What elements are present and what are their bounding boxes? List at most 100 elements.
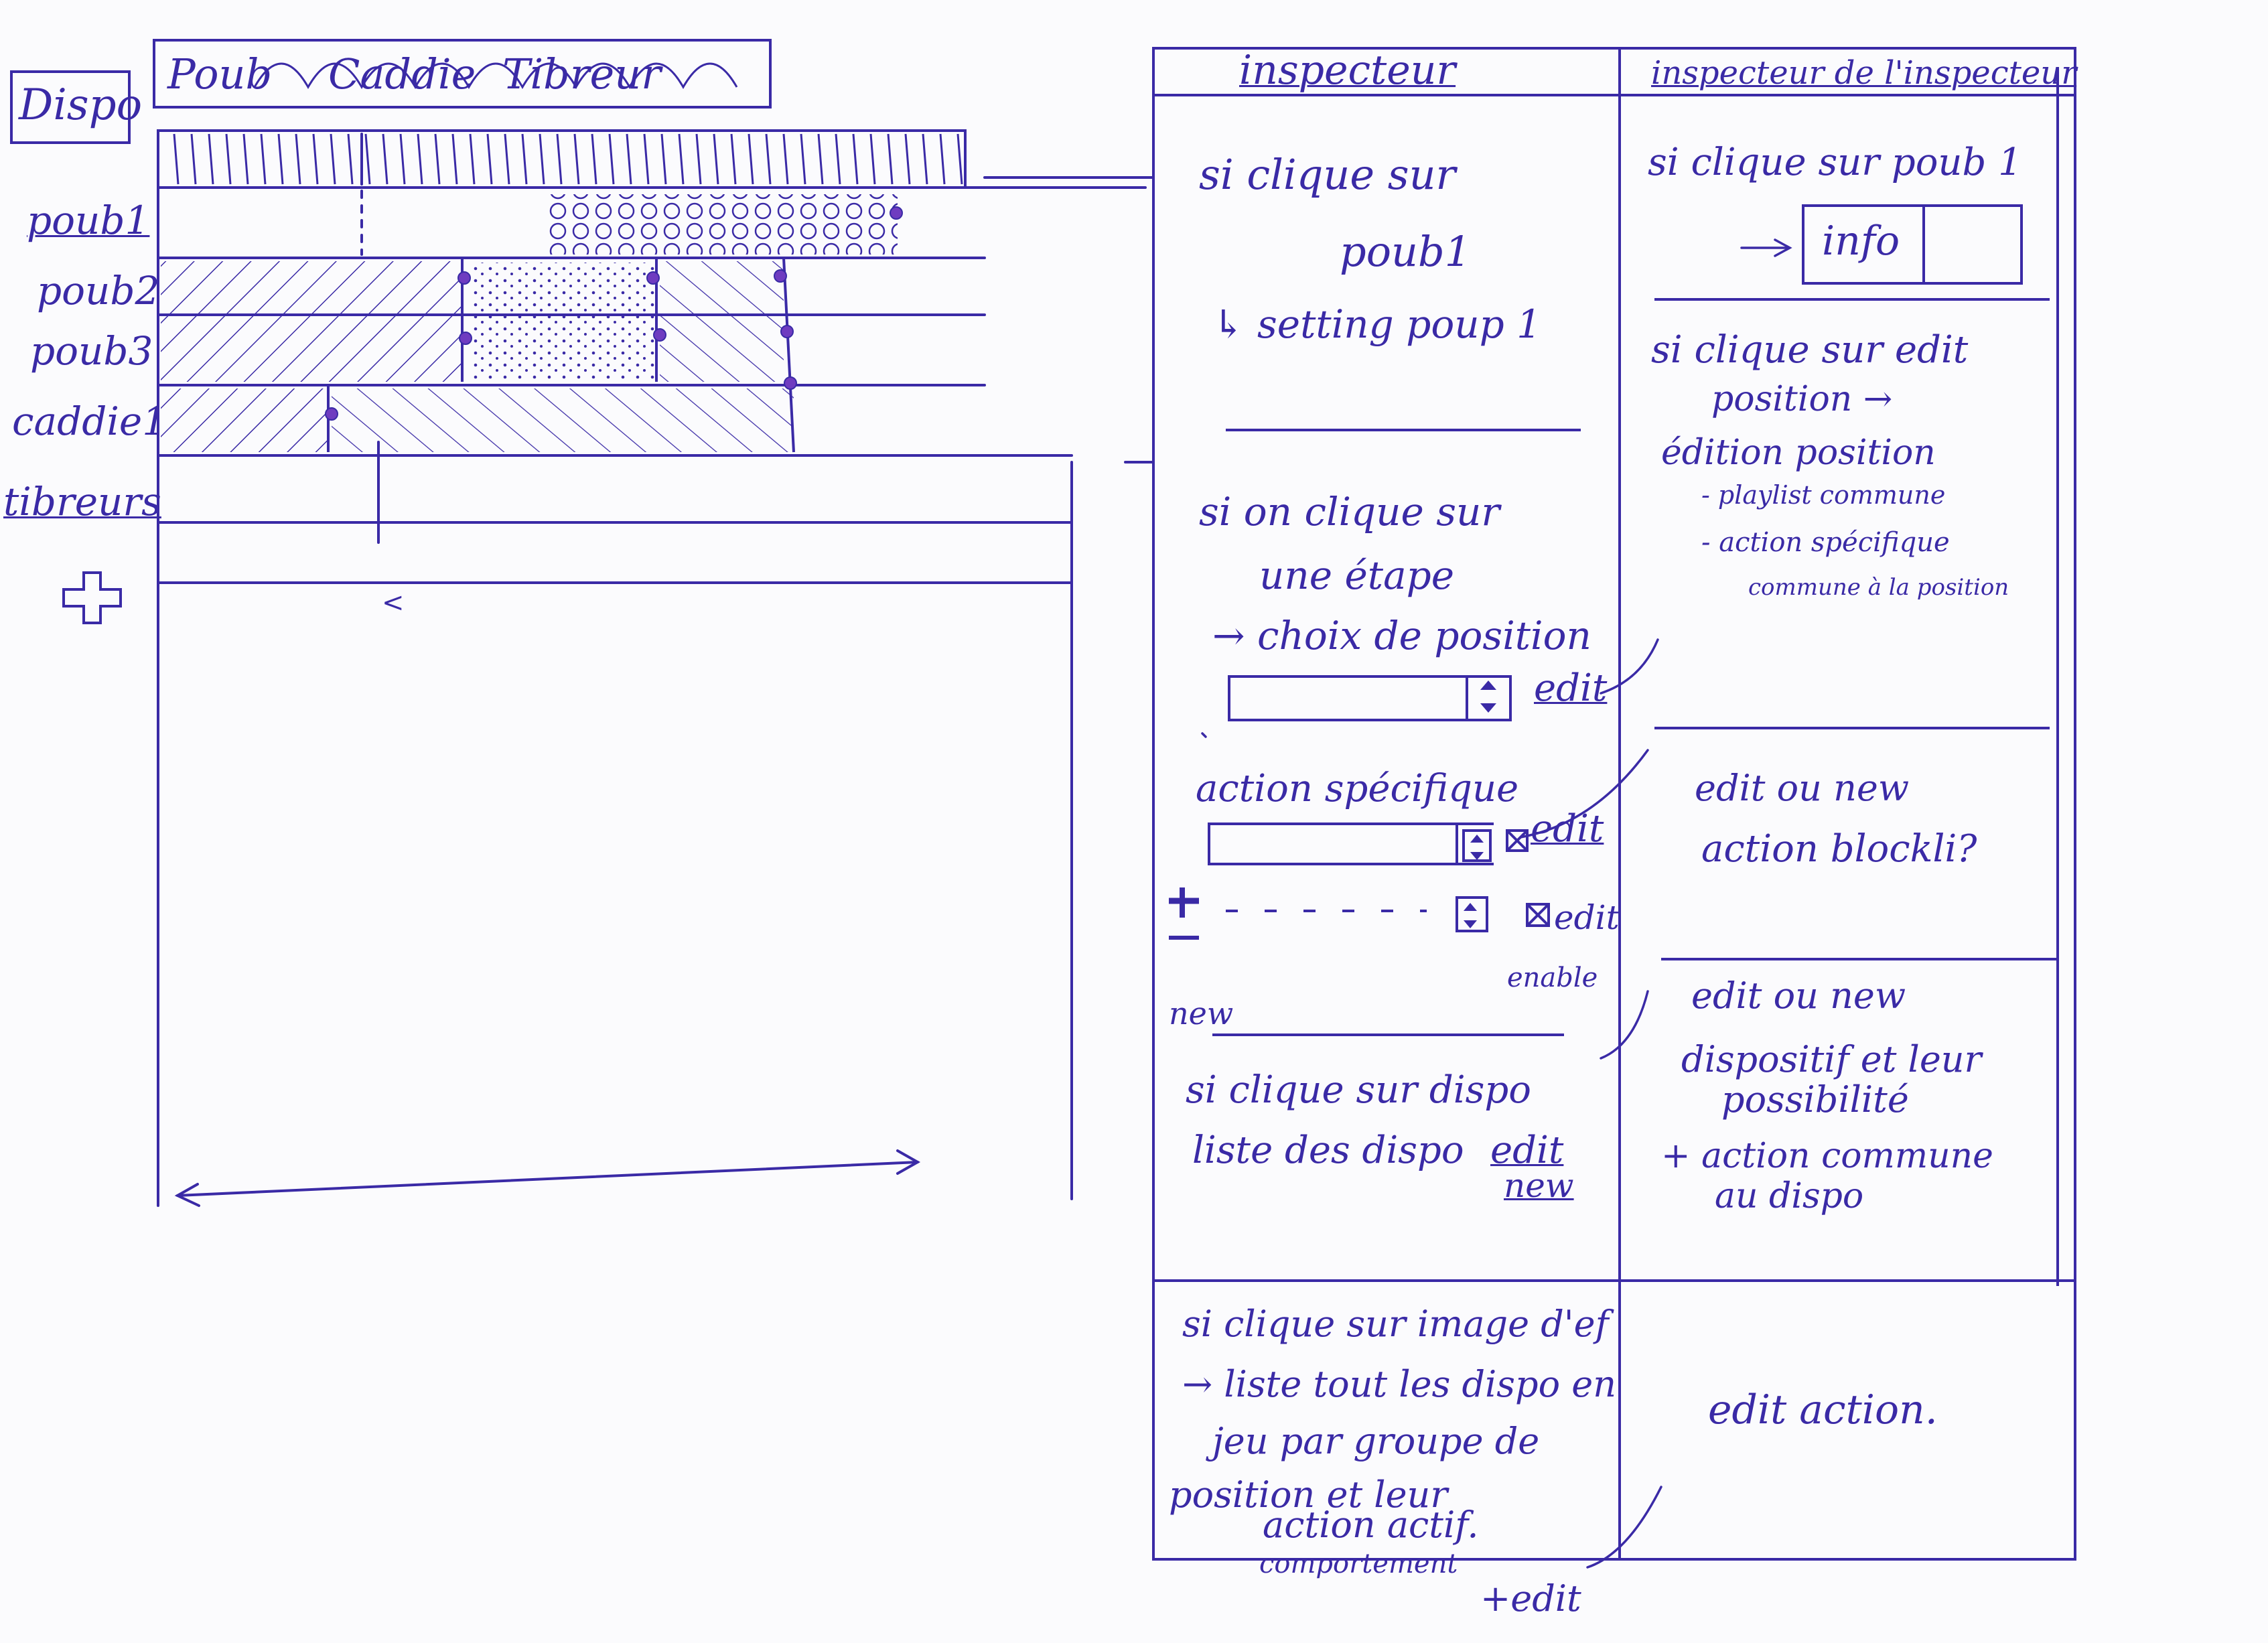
ruler-tick xyxy=(835,133,841,185)
insp2-right-rail xyxy=(2056,67,2059,1286)
ruler-tick xyxy=(208,133,214,185)
action2-enable-label[interactable]: enable xyxy=(1507,962,1598,993)
dispo-label: Dispo xyxy=(19,80,143,130)
insp-s4-line4: position et leur xyxy=(1169,1474,1448,1516)
ruler-tick xyxy=(382,133,388,185)
position-edit-link[interactable]: edit xyxy=(1534,666,1608,710)
ruler-tick xyxy=(869,133,876,185)
ruler-tick xyxy=(573,133,580,185)
insp2-s2-item2: - action spécifique xyxy=(1701,527,1950,558)
ruler-tick xyxy=(277,133,284,185)
insp-s1-line1: si clique sur xyxy=(1199,150,1456,199)
insp-s1-line2: poub1 xyxy=(1340,227,1472,276)
insp-s3-line1: si clique sur dispo xyxy=(1186,1068,1531,1112)
ruler-tick xyxy=(956,133,963,185)
info-tab[interactable] xyxy=(1802,204,2023,285)
ruler-tick xyxy=(748,133,754,185)
insp2-s3-line1: edit ou new xyxy=(1695,767,1910,809)
action-select[interactable] xyxy=(1209,824,1457,864)
insp-divider-1 xyxy=(1226,429,1581,431)
action-edit-link[interactable]: edit xyxy=(1531,807,1604,851)
insp2-s3-line2: action blockli? xyxy=(1701,827,1977,871)
dispo-new-link[interactable]: new xyxy=(1504,1166,1574,1205)
insp-s4-line2: → liste tout les dispo en xyxy=(1182,1363,1616,1405)
ruler-tick xyxy=(347,133,354,185)
ruler-tick xyxy=(765,133,772,185)
insp2-divider-2 xyxy=(1654,727,2050,729)
ruler-tick xyxy=(660,133,667,185)
position-select[interactable] xyxy=(1229,676,1510,720)
ruler-tick xyxy=(730,133,737,185)
info-tab-divider xyxy=(1922,204,1925,285)
insp2-s5-line1: edit action. xyxy=(1708,1386,1938,1433)
inspecteur-title-divider xyxy=(1152,94,2076,96)
ruler-tick xyxy=(591,133,597,185)
insp-s4-line6: comportement xyxy=(1259,1549,1458,1579)
ruler-tick xyxy=(469,133,476,185)
inspecteur-title: inspecteur xyxy=(1239,47,1456,94)
ruler-tick xyxy=(295,133,301,185)
row-label-poub3[interactable]: poub3 xyxy=(30,328,153,374)
ruler-tick xyxy=(939,133,946,185)
ruler-tick xyxy=(364,133,371,185)
ruler-tick xyxy=(486,133,493,185)
ruler-tick xyxy=(434,133,441,185)
add-action-plus-icon[interactable] xyxy=(1165,884,1202,944)
tab-bar: Poub Caddie Tibreur xyxy=(161,50,764,104)
insp2-s1-line1: si clique sur poub 1 xyxy=(1648,141,2022,184)
row-label-caddie1[interactable]: caddie1 xyxy=(12,399,167,444)
ruler-tick xyxy=(417,133,423,185)
ruler-tick xyxy=(521,133,528,185)
insp2-divider-3 xyxy=(1661,958,2056,960)
insp2-s2-line1: si clique sur edit xyxy=(1651,328,1969,372)
insp2-divider-1 xyxy=(1654,298,2050,301)
insp2-s2-item1: - playlist commune xyxy=(1701,480,1946,510)
ruler-tick xyxy=(242,133,249,185)
insp2-s2-item3: commune à la position xyxy=(1748,574,2009,601)
inspecteur2-title: inspecteur de l'inspecteur xyxy=(1651,54,2077,92)
ruler-tick xyxy=(399,133,406,185)
row-label-tibreurs[interactable]: tibreurs xyxy=(3,479,161,524)
ruler-tick xyxy=(190,133,197,185)
insp-s4-plus-edit[interactable]: +edit xyxy=(1480,1577,1581,1620)
ruler-tick xyxy=(608,133,615,185)
ruler-tick xyxy=(312,133,319,185)
ruler-tick xyxy=(800,133,806,185)
ruler-tick xyxy=(451,133,458,185)
row-label-poub2[interactable]: poub2 xyxy=(37,268,160,313)
insp-s4-line3: jeu par groupe de xyxy=(1212,1420,1540,1462)
dispo-button[interactable] xyxy=(10,70,131,144)
insp-divider-2 xyxy=(1152,1279,2076,1282)
action2-edit-link[interactable]: edit xyxy=(1554,898,1620,937)
insp-s4-line1: si clique sur image d'ef xyxy=(1182,1303,1609,1345)
dispo-edit-link[interactable]: edit xyxy=(1490,1129,1564,1172)
insp2-s4-line4: + action commune xyxy=(1661,1136,1993,1176)
row-label-poub1[interactable]: poub1 xyxy=(27,198,150,243)
insp2-s4-line1: edit ou new xyxy=(1691,975,1906,1017)
collapse-glyph[interactable]: < xyxy=(382,587,405,618)
action-new-link[interactable]: new xyxy=(1169,995,1234,1031)
ruler-tick xyxy=(887,133,894,185)
ruler-tick xyxy=(695,133,702,185)
ruler-tick xyxy=(643,133,650,185)
ruler-tick xyxy=(330,133,336,185)
ruler-tick xyxy=(678,133,685,185)
tab-poub[interactable]: Poub xyxy=(167,50,273,98)
insp-s4-line5: action actif. xyxy=(1263,1504,1479,1546)
tab-caddie[interactable]: Caddie xyxy=(328,50,476,98)
insp-s2-line3: → choix de position xyxy=(1212,613,1591,658)
ruler-tick xyxy=(817,133,824,185)
add-row-plus-icon[interactable] xyxy=(60,569,124,633)
ruler-tick xyxy=(539,133,545,185)
insp2-s2-line3: édition position xyxy=(1661,433,1936,473)
tab-tibreur[interactable]: Tibreur xyxy=(502,50,661,98)
inspecteur2-panel xyxy=(1618,47,2076,1561)
ruler-tick xyxy=(626,133,632,185)
insp2-s4-line5: au dispo xyxy=(1715,1176,1864,1216)
insp2-s4-line2: dispositif et leur xyxy=(1681,1038,1982,1080)
insp-s3-line2: liste des dispo xyxy=(1192,1129,1464,1172)
insp-s2-line1: si on clique sur xyxy=(1199,489,1500,534)
info-tab-label[interactable]: info xyxy=(1822,218,1900,265)
ruler-tick xyxy=(852,133,859,185)
